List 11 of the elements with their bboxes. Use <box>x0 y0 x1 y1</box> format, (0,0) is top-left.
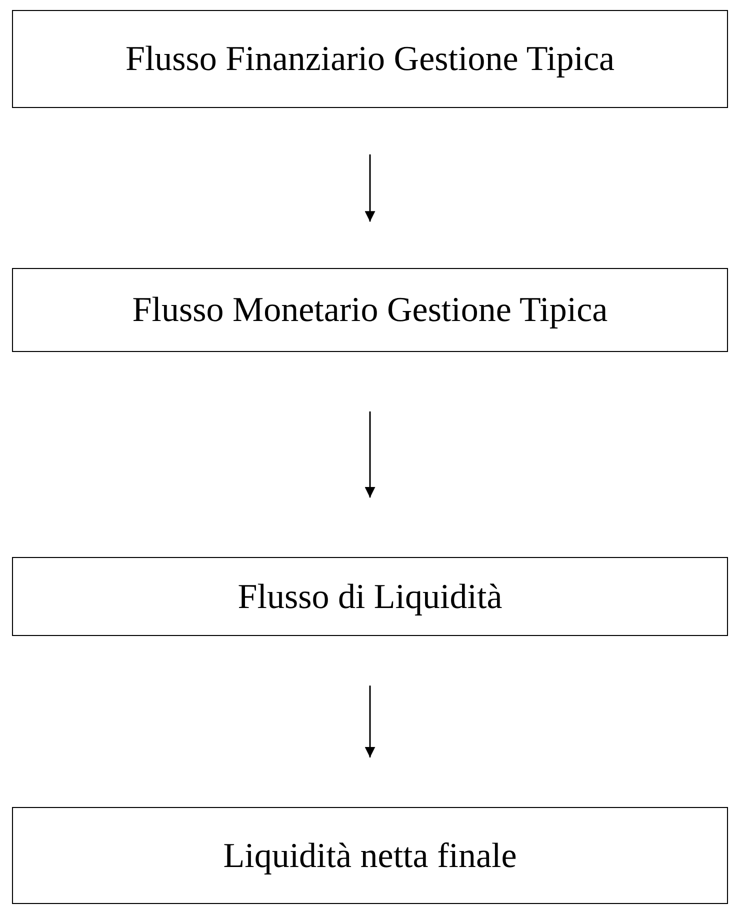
box-label: Liquidità netta finale <box>223 834 517 877</box>
box-label: Flusso Finanziario Gestione Tipica <box>125 38 615 80</box>
process-box <box>12 807 728 904</box>
box-label: Flusso di Liquidità <box>238 576 502 618</box>
process-box <box>12 268 728 352</box>
process-box <box>12 557 728 636</box>
process-box <box>12 10 728 108</box>
arrow <box>364 154 376 222</box>
arrow <box>364 411 376 498</box>
box-label: Flusso Monetario Gestione Tipica <box>132 289 608 332</box>
arrow <box>364 686 376 758</box>
